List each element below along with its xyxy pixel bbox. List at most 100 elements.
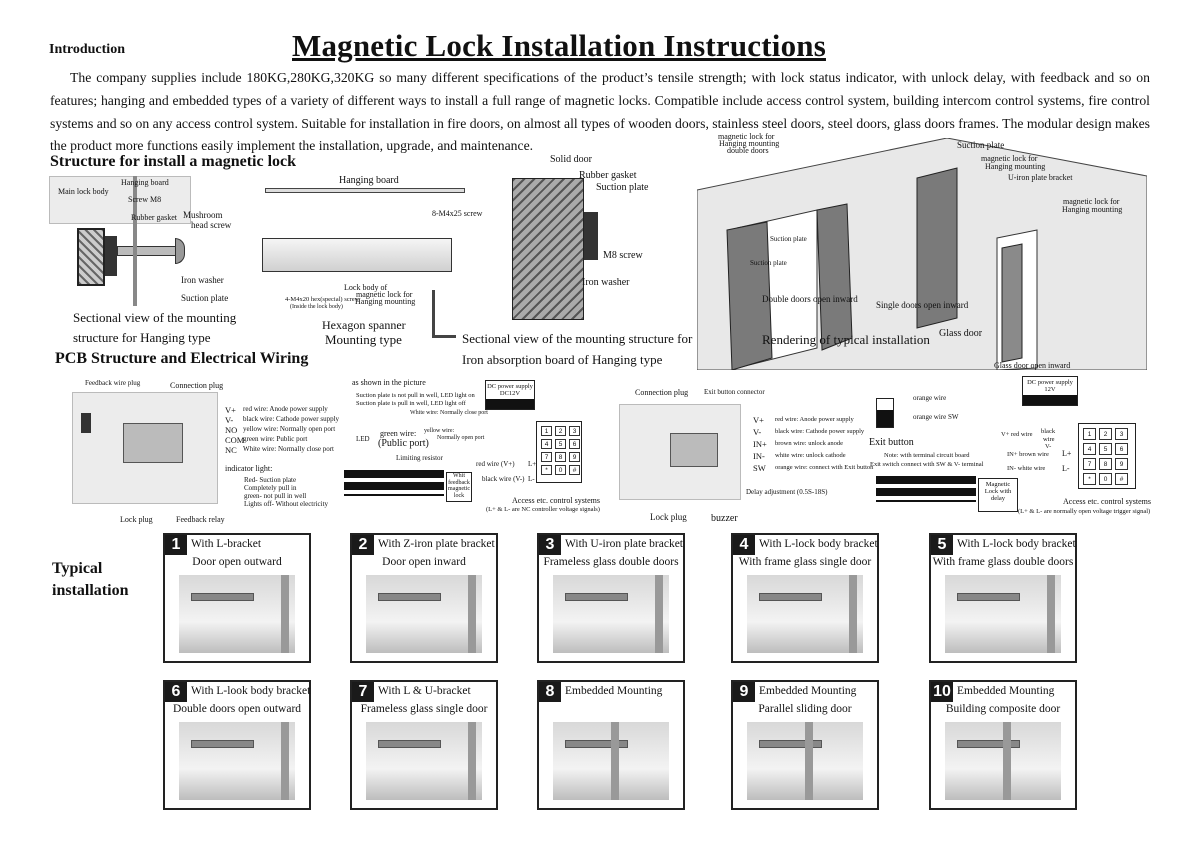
label-screw-m4x25: 8-M4x25 screw bbox=[432, 209, 483, 218]
installation-illustration bbox=[747, 575, 863, 653]
card-title: With L & U-bracket bbox=[378, 685, 471, 697]
card-number: 9 bbox=[733, 682, 755, 702]
rendering-caption: Rendering of typical installation bbox=[762, 332, 930, 347]
card-number: 1 bbox=[165, 535, 187, 555]
render-label-7: U-iron plate bracket bbox=[1008, 173, 1073, 182]
keypad-key[interactable]: 8 bbox=[1099, 458, 1112, 470]
keypad-key[interactable]: 7 bbox=[1083, 458, 1096, 470]
card-number: 5 bbox=[931, 535, 953, 555]
label-hanging-board: Hanging board bbox=[121, 178, 169, 187]
installation-illustration bbox=[553, 722, 669, 800]
hanging-board-shape bbox=[265, 188, 465, 193]
keypad-key[interactable]: 9 bbox=[569, 452, 580, 462]
card-subtitle: With frame glass single door bbox=[738, 556, 872, 568]
keypad-key[interactable]: 0 bbox=[555, 465, 566, 475]
installation-illustration bbox=[366, 575, 482, 653]
installation-illustration bbox=[945, 575, 1061, 653]
label-suction-plate: Suction plate bbox=[181, 293, 229, 303]
keypad-key[interactable]: 2 bbox=[1099, 428, 1112, 440]
intro-paragraph: The company supplies include 180KG,280KG… bbox=[50, 70, 1150, 154]
label-lock-body-1: Lock body of bbox=[344, 283, 388, 292]
keypad-key[interactable]: # bbox=[1115, 473, 1128, 485]
hex-spanner-shape bbox=[432, 290, 435, 338]
render-label-10: Suction plate bbox=[770, 235, 807, 243]
keypad-key[interactable]: * bbox=[541, 465, 552, 475]
label-iron-washer-2: Iron washer bbox=[582, 277, 630, 288]
card-number: 4 bbox=[733, 535, 755, 555]
card-number: 8 bbox=[539, 682, 561, 702]
card-title: With L-lock body bracket bbox=[759, 538, 878, 550]
card-subtitle: Frameless glass single door bbox=[360, 703, 488, 715]
pin-list-left: V+red wire: Anode power supply V-black w… bbox=[225, 405, 340, 455]
installation-illustration bbox=[179, 722, 295, 800]
keypad-key[interactable]: 3 bbox=[569, 426, 580, 436]
card-title: With Z-iron plate bracket bbox=[378, 538, 495, 550]
exit-button-icon[interactable] bbox=[876, 398, 894, 428]
label-m8-screw: M8 screw bbox=[603, 250, 643, 261]
installation-illustration bbox=[179, 575, 295, 653]
page-title: Magnetic Lock Installation Instructions bbox=[292, 28, 826, 63]
magnetic-lock-bar-2 bbox=[876, 476, 976, 502]
render-label-3: double doors bbox=[727, 146, 769, 155]
lock-body-shape bbox=[262, 238, 452, 272]
pcb-board-middle bbox=[619, 404, 741, 500]
card-subtitle: Parallel sliding door bbox=[758, 703, 852, 715]
label-feedback-plug: Feedback wire plug bbox=[85, 379, 141, 387]
keypad-key[interactable]: 1 bbox=[1083, 428, 1096, 440]
indicator-title: indicator light: bbox=[225, 464, 273, 473]
card-subtitle: With frame glass double doors bbox=[932, 556, 1074, 568]
render-label-1: magnetic lock for bbox=[718, 132, 775, 141]
label-suction-plate-2: Suction plate bbox=[596, 182, 649, 193]
keypad-key[interactable]: 4 bbox=[1083, 443, 1096, 455]
dc-power-box-1: DC power supply DC12V bbox=[485, 380, 535, 410]
lock-label-box-1: Whit feedback magnetic lock bbox=[446, 472, 472, 502]
render-label-4: Suction plate bbox=[957, 140, 1005, 150]
keypad-key[interactable]: 4 bbox=[541, 439, 552, 449]
render-label-12: Double doors open inward bbox=[762, 294, 858, 304]
card-title: Embedded Mounting bbox=[957, 685, 1055, 697]
keypad-key[interactable]: 7 bbox=[541, 452, 552, 462]
label-screw-m4x20: 4-M4x20 hex(special) screw bbox=[285, 296, 360, 303]
installation-illustration bbox=[553, 575, 669, 653]
intro-heading: Introduction bbox=[49, 42, 125, 57]
typical-heading: Typical installation bbox=[52, 560, 129, 599]
render-label-13: Single doors open inward bbox=[876, 300, 969, 310]
label-solid-door: Solid door bbox=[550, 154, 592, 165]
card-subtitle: Frameless glass double doors bbox=[543, 556, 679, 568]
keypad-key[interactable]: 9 bbox=[1115, 458, 1128, 470]
card-title: Embedded Mounting bbox=[565, 685, 663, 697]
label-feedback-relay: Feedback relay bbox=[176, 515, 225, 524]
mounting-caption: Mounting type bbox=[325, 332, 402, 347]
structure-heading: Structure for install a magnetic lock bbox=[50, 153, 297, 170]
pcb-heading: PCB Structure and Electrical Wiring bbox=[55, 350, 309, 367]
keypad-key[interactable]: 0 bbox=[1099, 473, 1112, 485]
pcb-board-left bbox=[72, 392, 218, 504]
keypad-key[interactable]: 1 bbox=[541, 426, 552, 436]
render-label-8: magnetic lock for bbox=[1063, 197, 1120, 206]
keypad-key[interactable]: 2 bbox=[555, 426, 566, 436]
keypad-key[interactable]: 5 bbox=[1099, 443, 1112, 455]
lock-label-box-2: Magnetic Lock with delay bbox=[978, 478, 1018, 512]
keypad-key[interactable]: 3 bbox=[1115, 428, 1128, 440]
installation-illustration bbox=[366, 722, 482, 800]
keypad-key[interactable]: 6 bbox=[569, 439, 580, 449]
magnetic-lock-bar-1 bbox=[344, 470, 444, 496]
label-screw-inside: (Inside the lock body) bbox=[290, 304, 343, 310]
keypad-key[interactable]: 6 bbox=[1115, 443, 1128, 455]
render-label-15: Glass door open inward bbox=[994, 361, 1071, 370]
label-head-screw: head screw bbox=[191, 220, 232, 230]
card-number: 3 bbox=[539, 535, 561, 555]
label-rubber-gasket-2: Rubber gasket bbox=[579, 170, 637, 181]
keypad-key[interactable]: * bbox=[1083, 473, 1096, 485]
keypad-key[interactable]: 8 bbox=[555, 452, 566, 462]
render-label-9: Hanging mounting bbox=[1062, 205, 1123, 214]
dc-power-box-2: DC power supply 12V bbox=[1022, 376, 1078, 406]
keypad-key[interactable]: 5 bbox=[555, 439, 566, 449]
keypad-key[interactable]: # bbox=[569, 465, 580, 475]
